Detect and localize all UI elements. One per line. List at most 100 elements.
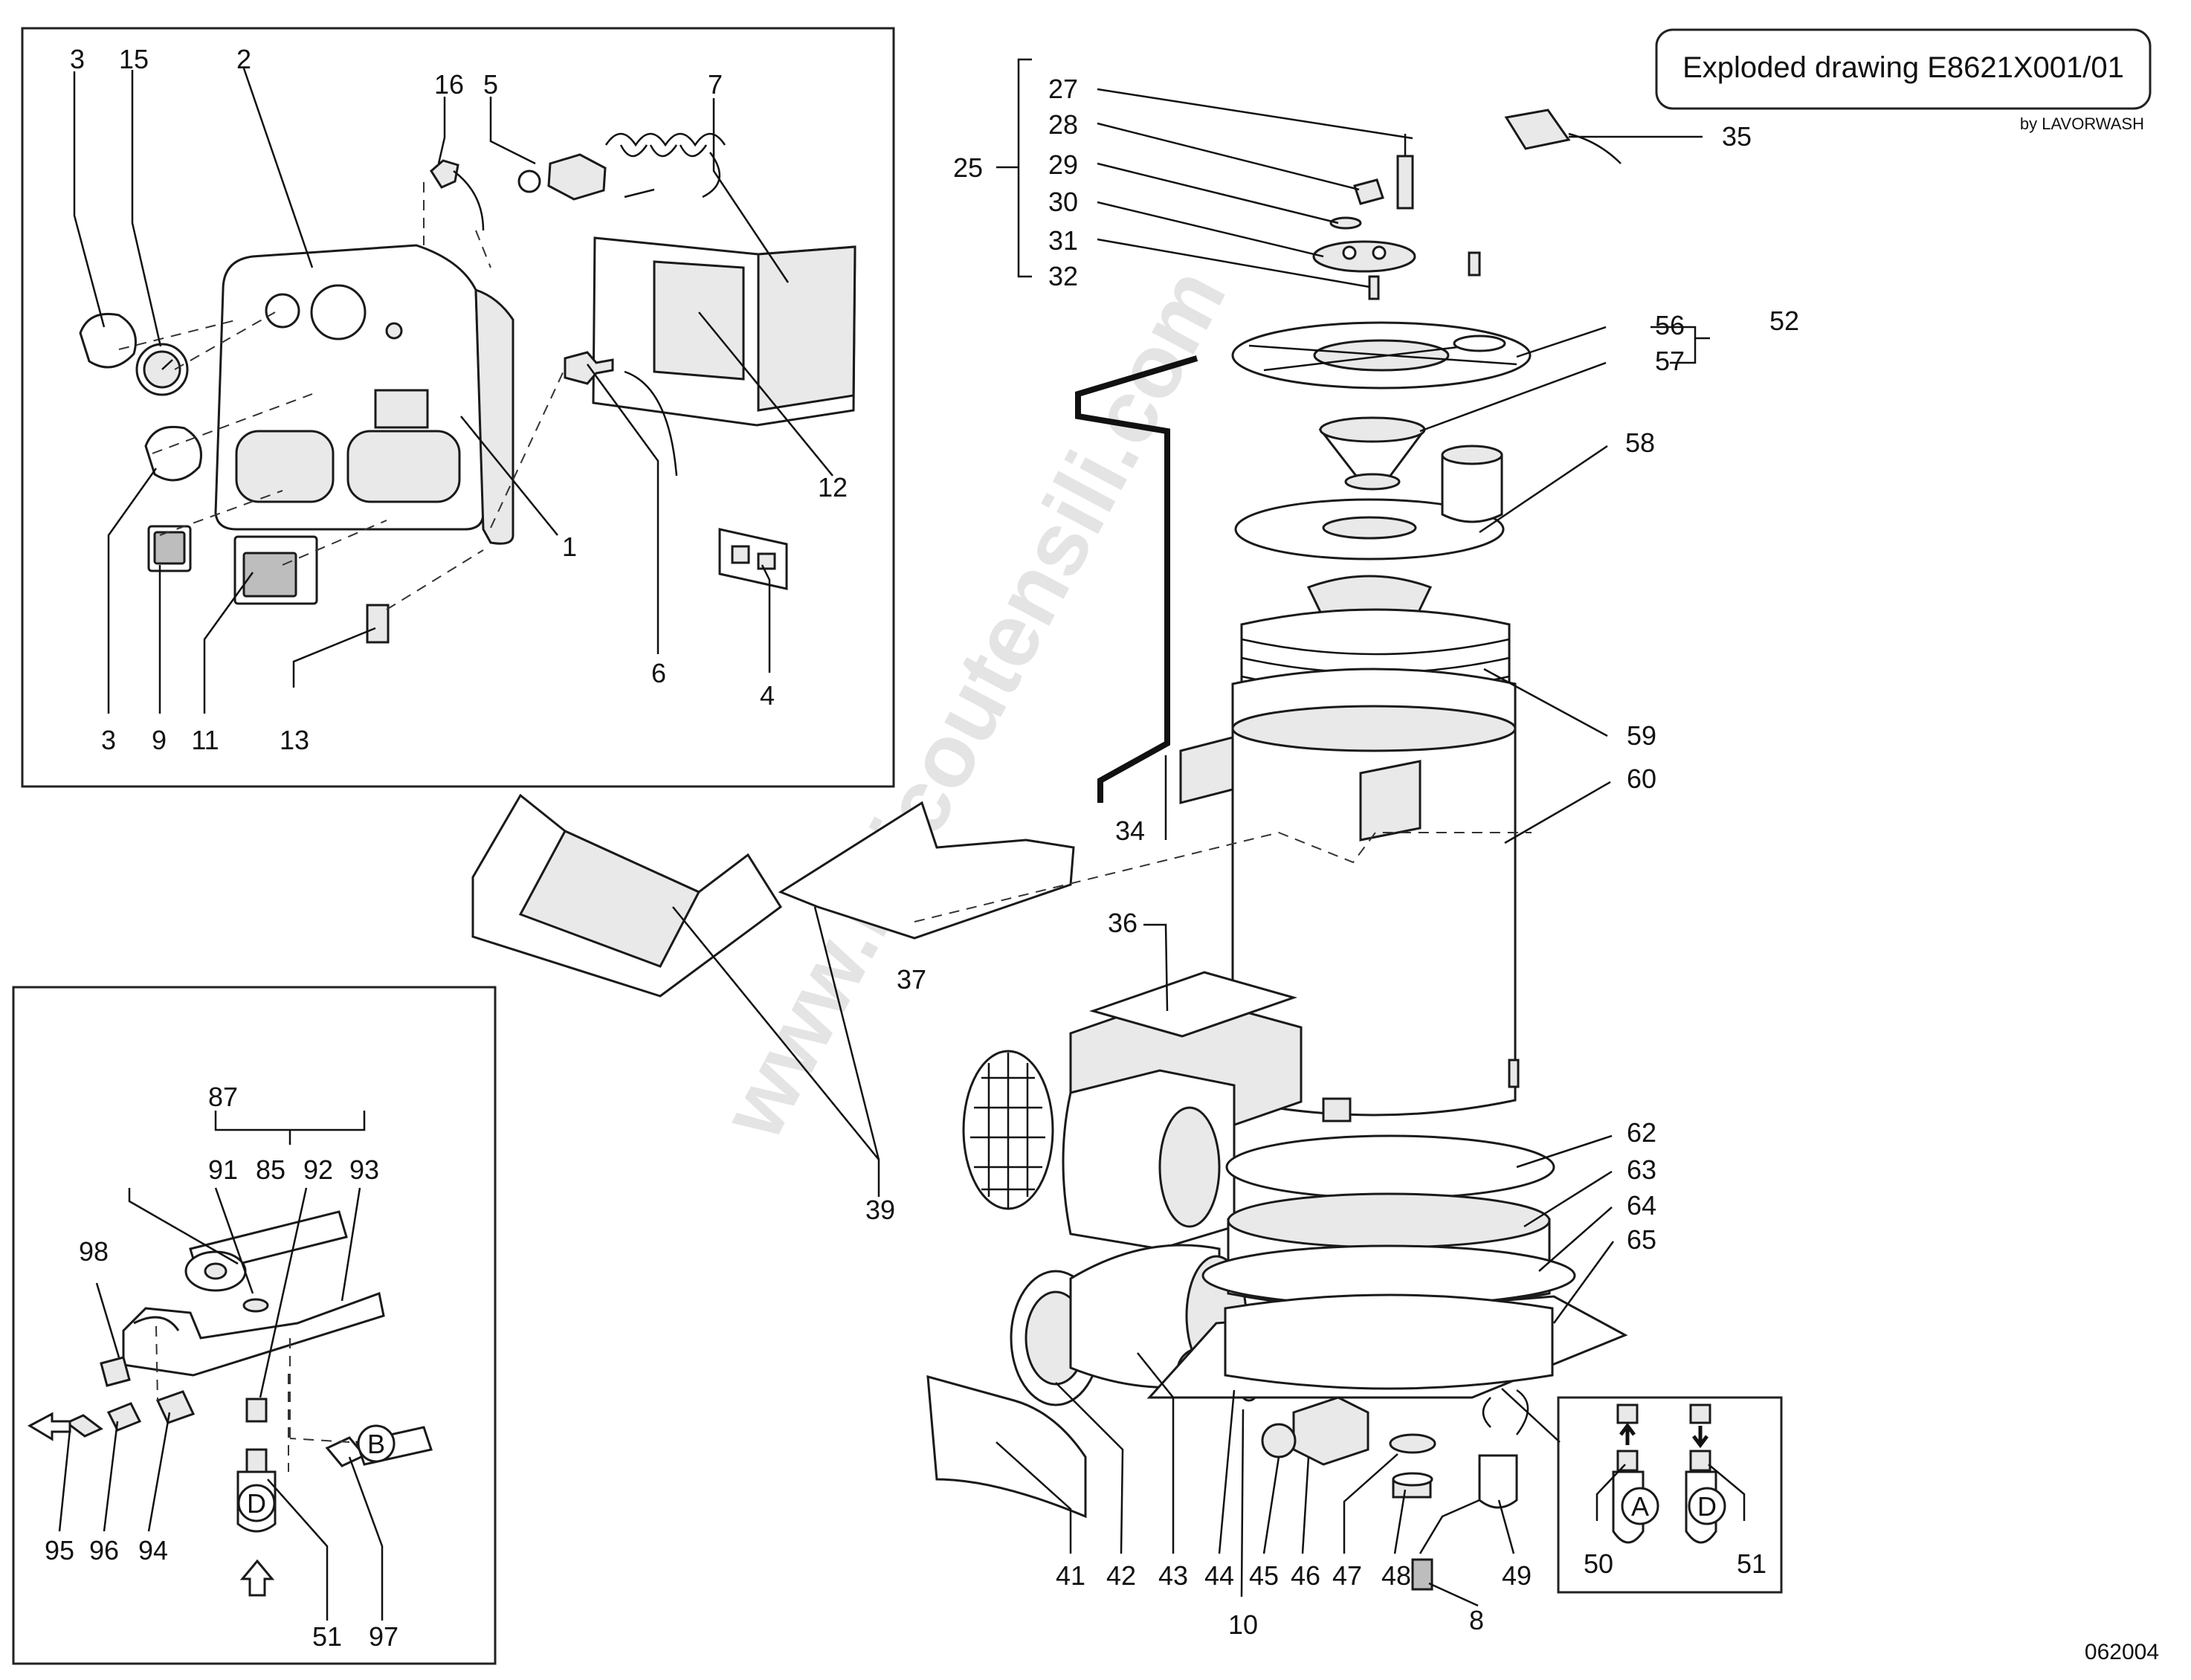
callout-32: 32 [1048,261,1078,291]
callout-50: 50 [1584,1548,1613,1579]
callout-65: 65 [1627,1224,1656,1255]
boiler-jacket-icon [1231,668,1517,1117]
control-panel-inset-frame [21,27,895,788]
suction-strainer-icon [1411,1558,1433,1591]
thermostat-capillary-coil-icon [604,132,726,158]
callout-64: 64 [1627,1190,1656,1221]
callout-4: 4 [760,680,775,711]
electrode-holder-icon [1353,178,1384,205]
connector-label-d-detail: D [1688,1487,1726,1525]
fitting-detail-inset-frame [1557,1396,1783,1594]
callout-51-inset: 51 [312,1621,342,1652]
callout-95: 95 [45,1535,74,1566]
callout-37: 37 [897,964,926,995]
cable-gland-icon [430,159,459,189]
callout-85: 85 [256,1154,285,1185]
callout-7: 7 [708,69,723,100]
callout-6: 6 [651,658,666,688]
callout-87: 87 [208,1082,238,1112]
flame-sensor-icon [1504,109,1571,150]
callout-58: 58 [1625,427,1655,458]
water-connection-inset-frame [12,986,497,1665]
switch-slot-right [346,430,461,503]
callout-35: 35 [1722,121,1752,152]
plug-icon [65,1414,103,1438]
callout-12: 12 [818,472,848,503]
frame-rod-icon [1075,355,1198,803]
title-box: Exploded drawing E8621X001/01 [1655,28,2152,110]
callout-27: 27 [1048,74,1078,104]
knob-upper-icon [79,312,137,369]
connector-label-b: B [357,1424,396,1463]
callout-62: 62 [1627,1117,1656,1148]
callout-36: 36 [1108,908,1138,938]
bracket-plate-icon [778,801,1075,940]
callout-49: 49 [1502,1560,1532,1591]
control-panel-group [73,68,856,714]
callout-52: 52 [1769,306,1799,336]
callout-92: 92 [303,1154,333,1185]
part-callouts: 3 15 2 16 5 7 12 1 6 4 3 9 11 13 25 27 2… [45,44,1799,1652]
callout-47: 47 [1332,1560,1362,1591]
nozzle-icon [1368,275,1380,300]
callout-56: 56 [1655,310,1685,340]
callout-48: 48 [1381,1560,1411,1591]
panel-screw [385,322,403,340]
callout-60: 60 [1627,763,1656,794]
electrical-box-inner [653,260,745,381]
callout-9: 9 [152,725,167,755]
callout-57: 57 [1655,346,1685,376]
connector-label-a: A [1621,1487,1659,1525]
callout-15: 15 [119,44,149,74]
brand-label: by LAVORWASH [2020,114,2144,133]
callout-51-detail: 51 [1737,1548,1766,1579]
panel-window [374,389,429,429]
flow-arrow-icon [239,1559,275,1597]
circuit-board-icon [718,528,788,590]
reducer-fitting-icon [100,1356,131,1387]
callout-8: 8 [1469,1605,1484,1635]
callout-94: 94 [138,1535,168,1566]
fuel-filter-bowl-icon [1478,1454,1518,1509]
callout-10: 10 [1228,1609,1258,1640]
svg-text:D: D [247,1488,266,1519]
combustion-ring-icon [1225,1134,1555,1200]
elbow-fitting-icon [245,1398,268,1423]
callout-93: 93 [349,1154,379,1185]
callout-25: 25 [953,152,983,183]
washer-icon [1329,216,1362,230]
callout-91: 91 [208,1154,238,1185]
drawing-title: Exploded drawing E8621X001/01 [1682,51,2124,84]
callout-41: 41 [1056,1560,1085,1591]
callout-45: 45 [1249,1560,1279,1591]
terminal-connector-icon [366,604,390,644]
callout-5: 5 [483,69,498,100]
burner-flange-icon [1312,240,1416,273]
filter-nut-icon [1389,1433,1436,1454]
connection-plate-icon [122,1291,385,1377]
knob-opening [310,284,367,340]
callout-31: 31 [1048,225,1078,256]
callout-11: 11 [191,725,219,755]
inlet-arrow-icon [27,1412,71,1441]
callout-13: 13 [280,725,309,755]
callout-39: 39 [865,1195,895,1225]
water-connection-group [27,1111,433,1621]
callout-97: 97 [369,1621,398,1652]
callout-30: 30 [1048,187,1078,217]
callout-42: 42 [1106,1560,1136,1591]
nipple-fitting-icon [106,1402,142,1432]
callout-29: 29 [1048,149,1078,180]
thermostat-icon [547,153,607,201]
chimney-stub-icon [1441,453,1503,523]
fan-cover-plate-icon [926,1374,1087,1519]
gauge-opening [265,293,300,329]
svg-text:D: D [1697,1491,1717,1522]
callout-59: 59 [1627,720,1656,751]
svg-text:A: A [1631,1491,1649,1522]
callout-46: 46 [1291,1560,1320,1591]
switch-slot-left [235,430,335,503]
callout-16: 16 [434,69,464,100]
callout-44: 44 [1204,1560,1234,1591]
